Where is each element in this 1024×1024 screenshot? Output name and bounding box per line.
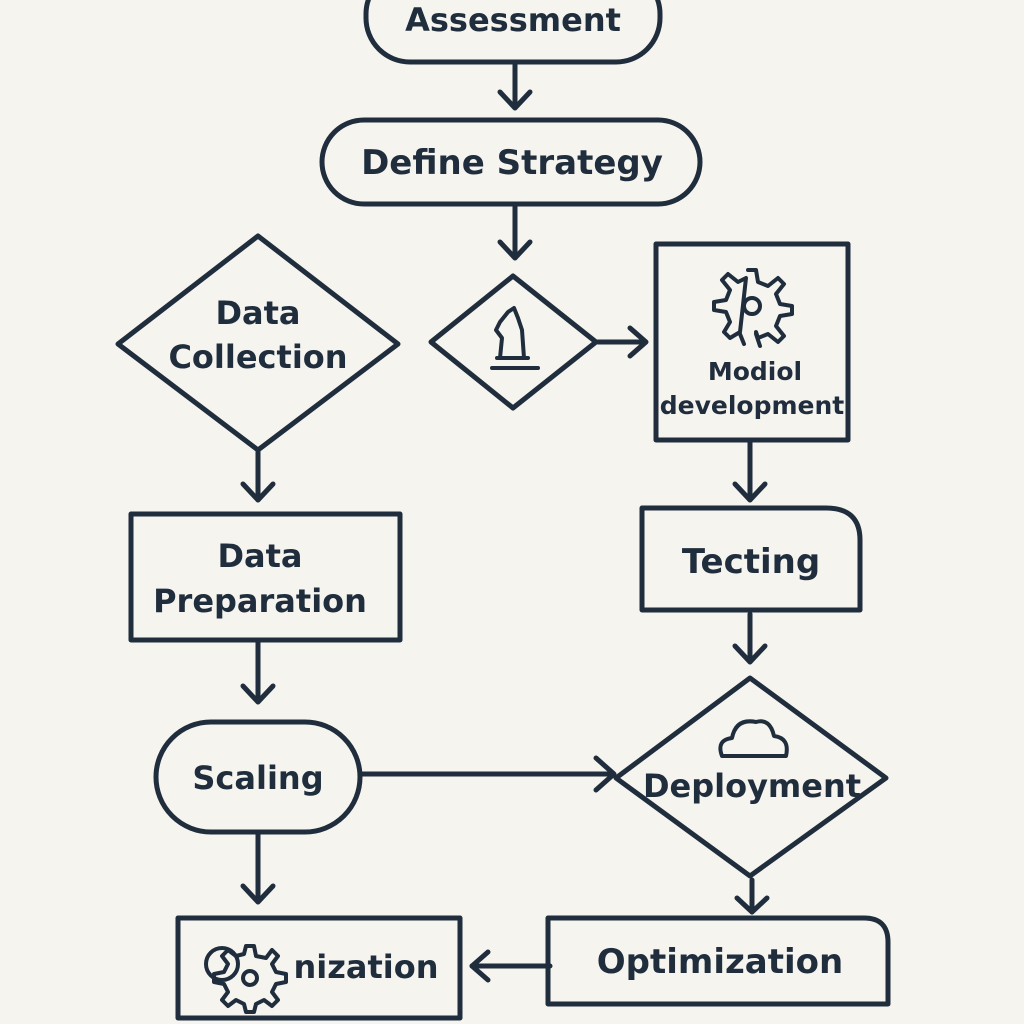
arrow-deployment-to-optimization xyxy=(734,877,770,915)
arrow-scaling-to-deployment xyxy=(359,755,617,793)
node-scaling-label: Scaling xyxy=(192,759,323,797)
node-decision xyxy=(428,273,599,411)
gear-icon xyxy=(712,268,794,348)
node-model-development-line2: development xyxy=(660,391,845,420)
node-data-collection: Data Collection xyxy=(115,233,401,453)
cloud-icon xyxy=(718,719,789,758)
arrow-scaling-to-organization xyxy=(240,831,276,905)
node-model-development-line1: Modiol xyxy=(708,357,802,386)
node-data-preparation: Data Preparation xyxy=(128,511,403,643)
arrow-collection-to-preparation xyxy=(240,449,276,503)
node-model-development: Modiol development xyxy=(653,241,851,443)
node-assessment-label: Assessment xyxy=(405,1,621,39)
node-organization: nization xyxy=(175,915,463,1021)
node-testing-label: Tecting xyxy=(682,542,820,582)
node-data-collection-line1: Data xyxy=(215,294,300,332)
gears-icon xyxy=(204,944,288,1014)
chess-knight-icon xyxy=(490,306,540,370)
node-optimization: Optimization xyxy=(545,915,891,1007)
node-define-strategy-label: Define Strategy xyxy=(361,143,663,183)
node-scaling: Scaling xyxy=(153,719,363,835)
arrow-optimization-to-organization xyxy=(469,949,553,983)
node-testing: Tecting xyxy=(639,505,863,613)
node-define-strategy: Define Strategy xyxy=(319,117,703,207)
arrow-preparation-to-scaling xyxy=(240,639,276,705)
arrow-decision-to-model xyxy=(595,325,649,359)
node-optimization-label: Optimization xyxy=(597,942,843,982)
node-data-preparation-line1: Data xyxy=(217,537,302,575)
arrow-assessment-to-strategy xyxy=(497,61,533,111)
node-data-preparation-line2: Preparation xyxy=(153,582,367,620)
node-data-collection-line2: Collection xyxy=(168,338,347,376)
arrow-model-to-testing xyxy=(732,439,768,503)
node-deployment: Deployment xyxy=(613,675,889,879)
arrow-testing-to-deployment xyxy=(732,611,768,665)
arrow-strategy-to-decision xyxy=(497,203,533,261)
node-organization-label: nization xyxy=(294,948,439,986)
node-assessment: Assessment xyxy=(363,0,663,65)
node-deployment-label: Deployment xyxy=(643,767,861,805)
